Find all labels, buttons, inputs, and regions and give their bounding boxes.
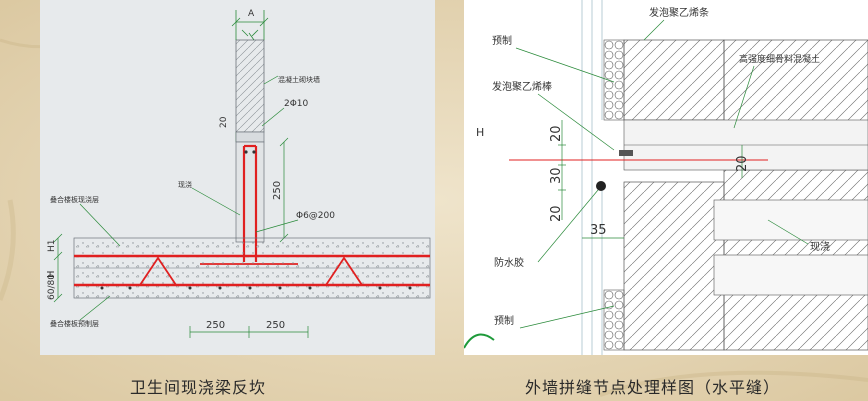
dim-h1: H1 bbox=[47, 240, 57, 253]
masonry-wall bbox=[235, 39, 265, 133]
dim-60-80: 60/80 bbox=[47, 274, 57, 300]
precast-slab-label: 叠合楼板预制层 bbox=[50, 319, 99, 328]
precast-panel-edges bbox=[581, 0, 603, 355]
dim-a-label: A bbox=[248, 9, 255, 19]
cast-in-place-label: 现浇 bbox=[810, 240, 830, 253]
topping-label: 叠合楼板现浇层 bbox=[50, 195, 99, 204]
dim-250-left: 250 bbox=[206, 320, 225, 331]
left-caption: 卫生间现浇梁反坎 bbox=[130, 378, 267, 397]
dimension-a bbox=[231, 10, 269, 41]
sealant-label: 防水胶 bbox=[494, 256, 524, 269]
horizontal-joint-detail-drawing: 发泡聚乙烯条 预制 高强度细骨料混凝土 发泡聚乙烯棒 H 20 30 20 20… bbox=[464, 0, 868, 355]
composite-slab bbox=[73, 237, 431, 299]
precast-bottom-label: 预制 bbox=[494, 314, 514, 327]
precast-panel-upper bbox=[623, 39, 725, 121]
precast-top-label: 预制 bbox=[492, 34, 512, 47]
dim-h: H bbox=[46, 270, 57, 278]
dim-30: 30 bbox=[549, 167, 564, 184]
curb-detail-drawing: A 混凝土砌块墙 2Φ10 20 现浇 250 Φ6@200 bbox=[40, 0, 435, 355]
dim-20-top: 20 bbox=[549, 125, 564, 142]
dim-250-right: 250 bbox=[266, 320, 285, 331]
foam-rod bbox=[596, 181, 606, 191]
stirrup-label: Φ6@200 bbox=[296, 211, 335, 221]
dim-250-vertical: 250 bbox=[272, 181, 283, 200]
foam-strip bbox=[619, 150, 633, 156]
foam-insulation-upper bbox=[603, 39, 625, 121]
curb-label: 现浇 bbox=[178, 180, 192, 189]
foam-insulation-lower bbox=[603, 289, 625, 351]
dim-35: 35 bbox=[590, 223, 607, 238]
masonry-label: 混凝土砌块墙 bbox=[278, 75, 320, 84]
dim-20-label: 20 bbox=[219, 116, 229, 128]
dim-20-bottom: 20 bbox=[549, 205, 564, 222]
dim-20-right: 20 bbox=[735, 155, 750, 172]
top-bar-label: 2Φ10 bbox=[284, 99, 309, 109]
foam-rod-label: 发泡聚乙烯棒 bbox=[492, 80, 552, 93]
precast-panel-lower bbox=[623, 181, 725, 351]
hp-concrete-label: 高强度细骨料混凝土 bbox=[739, 53, 820, 65]
right-caption: 外墙拼缝节点处理样图（水平缝） bbox=[525, 378, 781, 397]
foam-strip-label: 发泡聚乙烯条 bbox=[649, 6, 709, 19]
joint-h-label: H bbox=[476, 126, 484, 139]
